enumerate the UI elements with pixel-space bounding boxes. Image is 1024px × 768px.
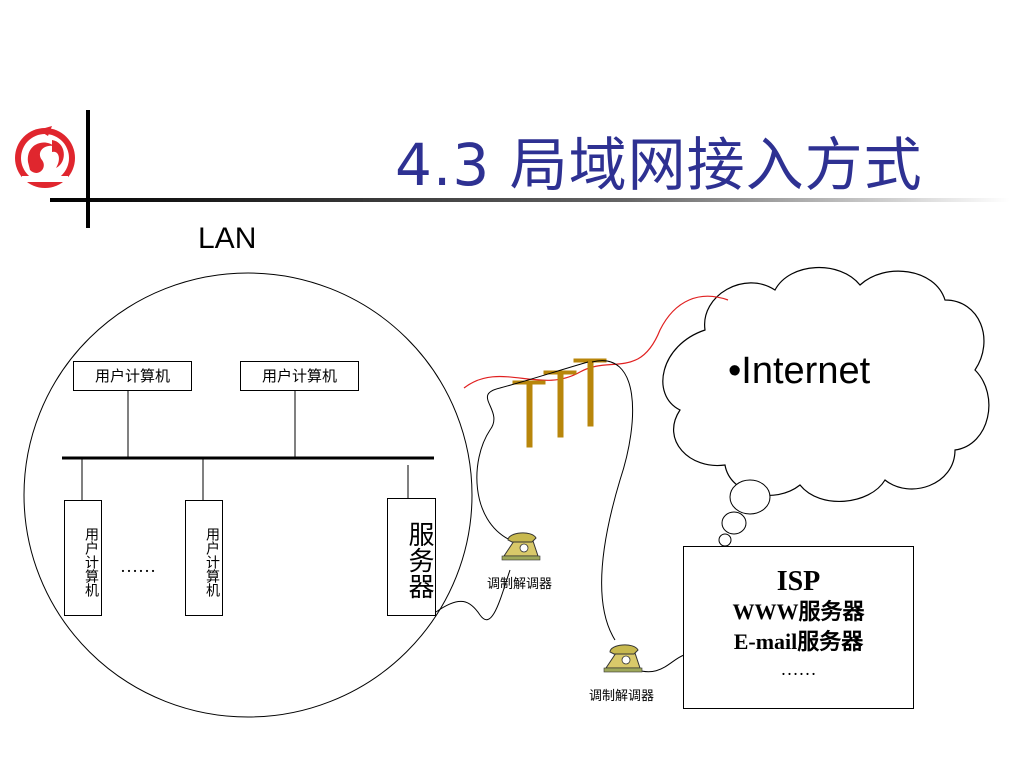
telephone-pole — [557, 371, 564, 438]
isp-title: ISP — [776, 566, 821, 597]
telephone-pole — [587, 359, 594, 427]
user-computer-box: 用户计算机 — [64, 500, 102, 616]
internet-label: •Internet — [728, 350, 871, 392]
internet-cloud — [662, 266, 990, 503]
title-vertical-rule — [86, 110, 90, 228]
lan-label: LAN — [198, 222, 257, 255]
user-computer-box: 用户计算机 — [73, 361, 192, 391]
isp-ellipsis: …… — [780, 659, 817, 679]
telephone-pole — [526, 381, 533, 448]
wire-server-modem1 — [435, 569, 511, 621]
telephone-pole-crossbar — [512, 380, 546, 385]
modem-label: 调制解调器 — [589, 689, 655, 704]
school-logo — [15, 126, 75, 188]
isp-email-server: E-mail服务器 — [733, 629, 864, 654]
server-box: 服务器 — [387, 498, 436, 616]
user-computer-box: 用户计算机 — [240, 361, 359, 391]
modem-label: 调制解调器 — [487, 577, 553, 592]
wire-modem1-poles — [476, 361, 589, 541]
ellipsis: …… — [120, 556, 156, 576]
modem-icon — [603, 644, 643, 673]
page-title: 4.3 局域网接入方式 — [395, 131, 923, 199]
cloud-bubble — [729, 479, 771, 515]
telephone-pole-crossbar — [543, 370, 577, 375]
modem-icon — [501, 532, 541, 561]
user-computer-box: 用户计算机 — [185, 500, 223, 616]
telephone-poles — [512, 358, 607, 448]
title-horizontal-rule — [50, 198, 1010, 202]
cloud-bubble — [721, 511, 747, 535]
isp-box: ISP WWW服务器 E-mail服务器 …… — [683, 546, 914, 709]
lan-circle — [23, 272, 473, 718]
isp-www-server: WWW服务器 — [732, 599, 865, 624]
cloud-bubble — [718, 533, 732, 547]
wire-poles-modem2 — [591, 360, 633, 641]
signal-line — [463, 295, 729, 389]
